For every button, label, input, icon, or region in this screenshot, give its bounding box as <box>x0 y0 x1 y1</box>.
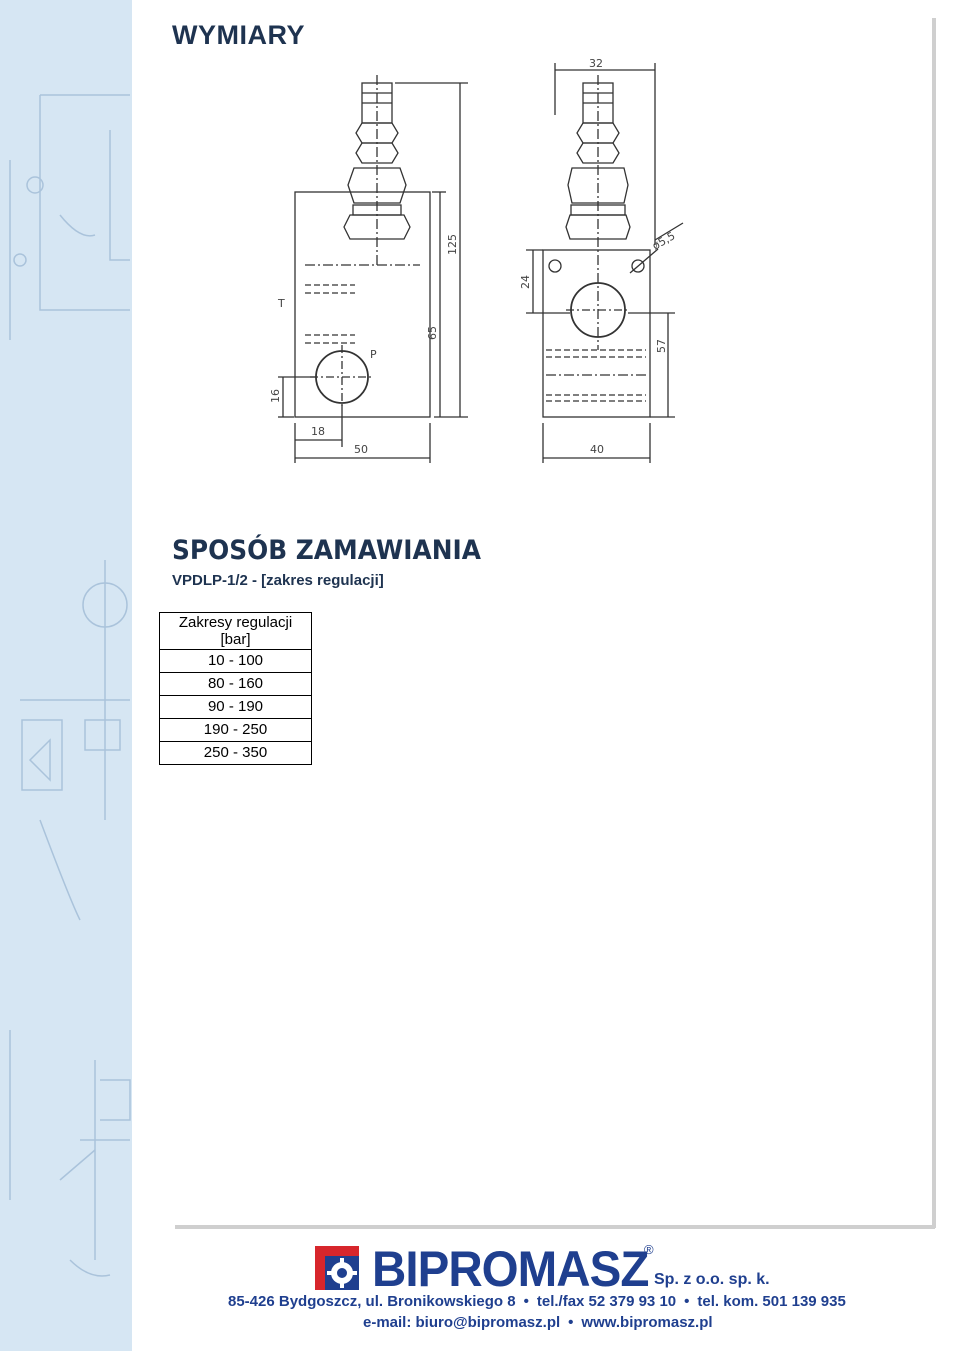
registered-mark: ® <box>644 1242 654 1257</box>
page-frame-right <box>932 18 936 1228</box>
table-row: 250 - 350 <box>159 741 312 765</box>
dim-hole-offset: 24 <box>519 275 532 289</box>
dim-total-height: 125 <box>446 234 459 255</box>
header-title: Zakresy regulacji <box>178 614 293 631</box>
table-row: 90 - 190 <box>159 695 312 719</box>
website-link[interactable]: www.bipromasz.pl <box>581 1314 713 1331</box>
port-t-label: T <box>277 297 285 310</box>
bipromasz-logo-icon <box>315 1246 359 1290</box>
email-link[interactable]: e-mail: biuro@bipromasz.pl <box>363 1314 561 1331</box>
bullet-separator: • <box>568 1314 574 1331</box>
dim-body-height: 65 <box>426 326 439 340</box>
phone-fax: tel./fax 52 379 93 10 <box>536 1293 677 1310</box>
bullet-separator: • <box>684 1293 690 1310</box>
dim-top-width: 32 <box>589 57 603 70</box>
faint-schematic-graphic <box>9 94 131 1277</box>
port-p-label: P <box>370 348 377 361</box>
range-cell: 10 - 100 <box>159 649 312 673</box>
range-cell: 80 - 160 <box>159 672 312 696</box>
dim-port-offset: 18 <box>311 425 325 438</box>
table-header-row: Zakresy regulacji [bar] <box>159 612 312 650</box>
ordering-heading: SPOSÓB ZAMAWIANIA <box>172 535 481 566</box>
side-body-outline <box>542 249 651 418</box>
order-code: VPDLP-1/2 - [zakres regulacji] <box>172 572 384 589</box>
table-header: Zakresy regulacji [bar] <box>159 612 312 650</box>
bullet-separator: • <box>523 1293 529 1310</box>
page-frame-bottom <box>175 1225 935 1229</box>
regulation-ranges-table: Zakresy regulacji [bar] 10 - 100 80 - 16… <box>159 612 312 765</box>
range-cell: 250 - 350 <box>159 741 312 765</box>
brand-name: BIPROMASZ <box>372 1241 649 1297</box>
address: 85-426 Bydgoszcz, ul. Bronikowskiego 8 <box>228 1293 516 1310</box>
table-row: 80 - 160 <box>159 672 312 696</box>
table-row: 190 - 250 <box>159 718 312 742</box>
range-cell: 90 - 190 <box>159 695 312 719</box>
dim-side-height: 57 <box>655 339 668 353</box>
range-cell: 190 - 250 <box>159 718 312 742</box>
table-row: 10 - 100 <box>159 649 312 673</box>
technical-drawing: T P 125 65 16 18 50 32 ø5,5 24 57 40 <box>269 57 684 463</box>
mobile-phone: tel. kom. 501 139 935 <box>697 1293 846 1310</box>
company-contact-line: e-mail: biuro@bipromasz.pl • www.bipromasz… <box>363 1314 713 1331</box>
dimensions-heading: WYMIARY <box>172 20 305 50</box>
company-footer: BIPROMASZ ® Sp. z o.o. sp. k. 85-426 Byd… <box>150 1238 910 1338</box>
legal-form: Sp. z o.o. sp. k. <box>654 1271 770 1288</box>
dim-side-width: 40 <box>590 443 604 456</box>
dim-hole-diameter: ø5,5 <box>650 229 677 252</box>
front-body-outline <box>294 191 431 418</box>
dim-port-height: 16 <box>269 389 282 403</box>
header-unit: [bar] <box>220 631 251 648</box>
company-address-line: 85-426 Bydgoszcz, ul. Bronikowskiego 8 • t… <box>228 1293 846 1310</box>
dim-front-width: 50 <box>354 443 368 456</box>
decorative-side-strip <box>0 0 132 1351</box>
